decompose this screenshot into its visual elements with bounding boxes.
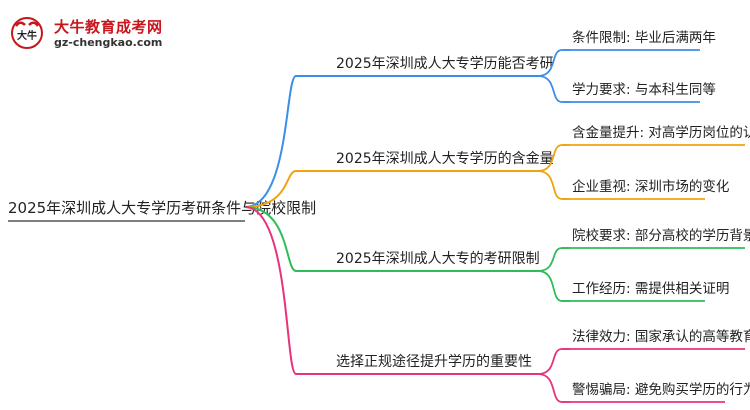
branch-connector: [244, 206, 336, 375]
subtopic[interactable]: 企业重视: 深圳市场的变化: [572, 178, 729, 195]
subtopic[interactable]: 警惕骗局: 避免购买学历的行为: [572, 382, 750, 398]
subtopic-connector: [537, 270, 570, 302]
branch-topic[interactable]: 选择正规途径提升学历的重要性: [336, 353, 532, 370]
logo-mark-text: 大牛: [17, 29, 37, 42]
bull-logo-icon: 大牛: [11, 17, 43, 49]
subtopic[interactable]: 院校要求: 部分高校的学历背景限制: [572, 227, 750, 244]
branch-connector: [244, 170, 336, 208]
branch-connector: [244, 206, 336, 272]
subtopic-connector: [537, 75, 570, 103]
branch-topic[interactable]: 2025年深圳成人大专学历能否考研: [336, 56, 554, 72]
branch-topic[interactable]: 2025年深圳成人大专学历的含金量: [336, 151, 554, 167]
subtopic-connector: [537, 49, 570, 77]
subtopic[interactable]: 学力要求: 与本科生同等: [572, 81, 716, 98]
subtopic[interactable]: 含金量提升: 对高学历岗位的认可: [572, 124, 750, 141]
subtopic-connector: [537, 247, 570, 272]
subtopic-connector: [537, 144, 570, 172]
subtopic-connector: [537, 348, 570, 375]
subtopic[interactable]: 条件限制: 毕业后满两年: [572, 29, 716, 46]
subtopic[interactable]: 法律效力: 国家承认的高等教育学历: [572, 328, 750, 345]
site-logo[interactable]: 大牛 大牛教育成考网 gz-chengkao.com: [4, 14, 164, 54]
subtopic[interactable]: 工作经历: 需提供相关证明: [572, 281, 729, 297]
subtopic-connector: [537, 170, 570, 200]
root-topic[interactable]: 2025年深圳成人大专学历考研条件与院校限制: [8, 199, 316, 217]
logo-url: gz-chengkao.com: [54, 36, 163, 49]
branch-connector: [244, 75, 336, 208]
logo-title: 大牛教育成考网: [54, 18, 163, 36]
branch-topic[interactable]: 2025年深圳成人大专的考研限制: [336, 251, 540, 267]
subtopic-connector: [537, 373, 570, 403]
